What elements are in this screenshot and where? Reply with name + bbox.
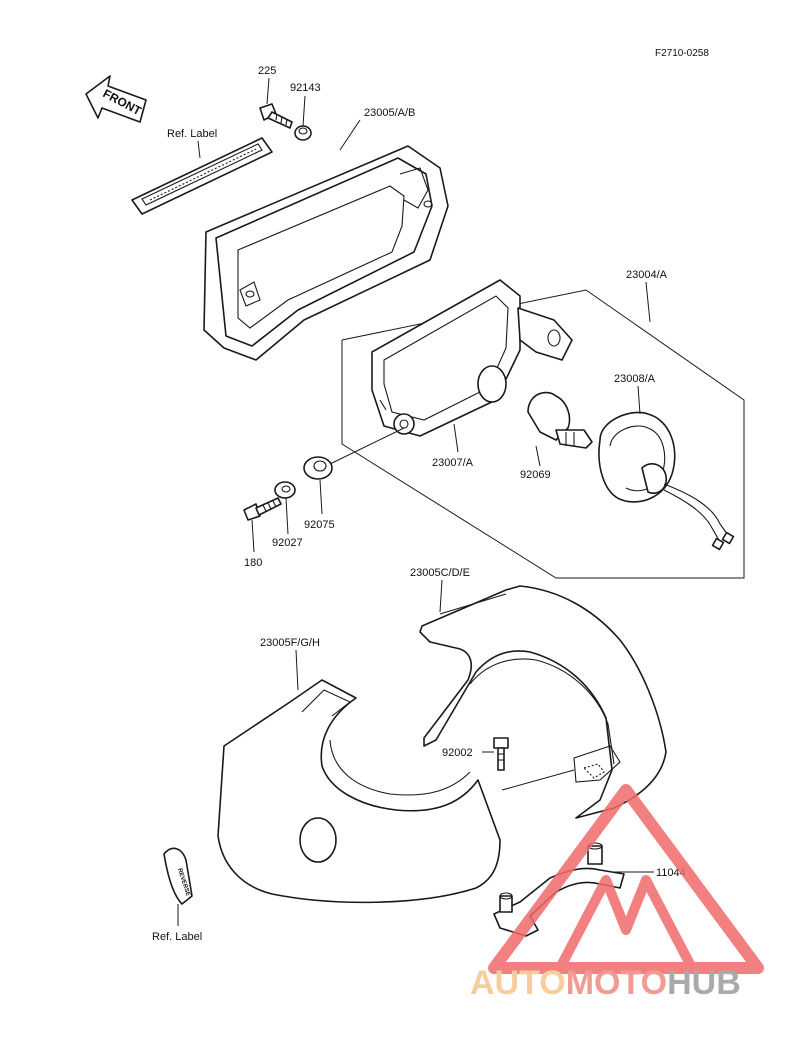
housing-cover-23005ab <box>203 145 449 361</box>
label-23007a: 23007/A <box>432 457 474 469</box>
leader-23004a <box>645 281 651 323</box>
label-23005ab: 23005/A/B <box>364 107 415 119</box>
leader-23005ab <box>339 119 361 151</box>
automotohub-watermark: AUTOMOTOHUB <box>470 784 764 1002</box>
leader-ref-label-top <box>197 140 201 159</box>
label-23008a: 23008/A <box>614 373 656 385</box>
label-92002: 92002 <box>442 747 473 759</box>
label-92027: 92027 <box>272 537 303 549</box>
screw-92002 <box>493 737 509 771</box>
tail-lens-23007a <box>371 279 573 437</box>
leader-23005cde <box>439 579 443 613</box>
watermark-text: AUTOMOTOHUB <box>470 964 741 1002</box>
watermark-hub: HUB <box>667 964 741 1002</box>
figure-code: F2710-0258 <box>655 48 709 59</box>
leader-92075 <box>319 479 323 515</box>
leader-23008a <box>637 385 641 415</box>
socket-23008a <box>598 411 735 551</box>
watermark-auto: AUTO <box>470 964 566 1002</box>
leader-225 <box>266 77 270 105</box>
bulb-92069 <box>527 391 593 449</box>
leader-92002-to-bracket <box>501 769 575 791</box>
cover-23005cde <box>419 585 667 819</box>
watermark-moto: MOTO <box>566 964 667 1002</box>
label-92069: 92069 <box>520 469 551 481</box>
assembly-outline-23004a <box>341 289 745 579</box>
label-ref-label-bottom: Ref. Label <box>152 931 202 943</box>
label-225: 225 <box>258 65 276 77</box>
label-ref-label-top: Ref. Label <box>167 128 217 140</box>
label-92143: 92143 <box>290 82 321 94</box>
label-23005fgh: 23005F/G/H <box>260 637 320 649</box>
leader-23007a <box>453 423 459 453</box>
reverse-ref-label-sticker: REVERSE <box>163 847 193 905</box>
front-arrow-icon: FRONT <box>85 75 147 123</box>
assembly-axis-line <box>329 427 405 465</box>
cover-23005fgh <box>217 679 501 904</box>
label-92075: 92075 <box>304 519 335 531</box>
label-23005cde: 23005C/D/E <box>410 567 470 579</box>
bolt-180 <box>243 497 282 521</box>
ref-label-sticker-top <box>131 137 273 215</box>
label-180: 180 <box>244 557 262 569</box>
watermark-m-icon <box>555 875 697 971</box>
leader-92143 <box>302 95 306 127</box>
label-23004a: 23004/A <box>626 269 668 281</box>
nut-92143 <box>294 125 312 141</box>
washer-92027 <box>274 481 296 499</box>
leader-23005fgh <box>295 649 299 691</box>
leader-92069 <box>535 445 541 467</box>
bolt-225 <box>259 103 293 129</box>
leader-92027 <box>285 497 289 535</box>
watermark-triangle-icon <box>488 784 764 974</box>
grommet-92075 <box>303 456 333 480</box>
leader-180 <box>251 519 255 553</box>
